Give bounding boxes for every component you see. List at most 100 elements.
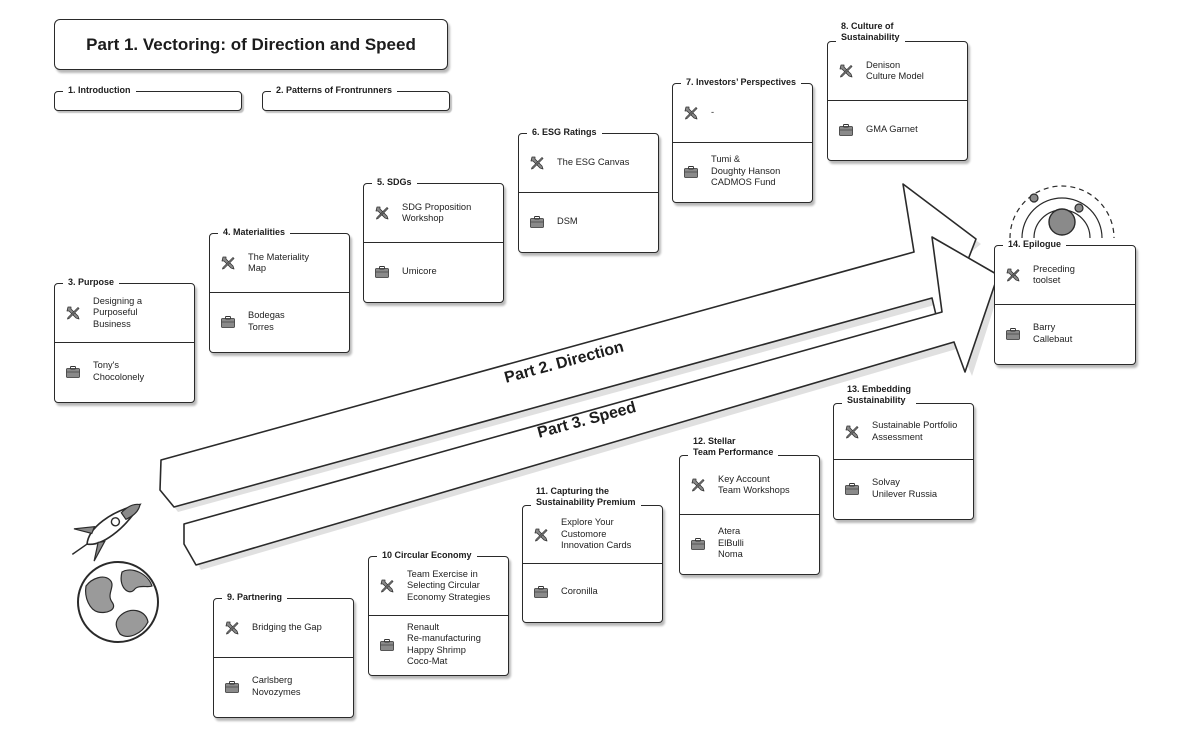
card-tool-text: Bridging the Gap (252, 622, 322, 633)
briefcase-icon (220, 314, 236, 330)
card-case-text: Umicore (402, 265, 437, 276)
card-header: 11. Capturing the Sustainability Premium (531, 486, 641, 508)
card-divider (828, 100, 967, 101)
card-tool-text: Denison Culture Model (866, 59, 924, 82)
card-tool-row: - (673, 84, 812, 142)
card-tool-row: The Materiality Map (210, 234, 349, 292)
rocket-icon (71, 503, 142, 562)
pill-introduction[interactable]: 1. Introduction (54, 84, 242, 111)
card-divider (210, 292, 349, 293)
pill-label: 1. Introduction (63, 84, 136, 96)
briefcase-icon (65, 364, 81, 380)
orbit-icon (1009, 185, 1115, 239)
card-case-row: Carlsberg Novozymes (214, 657, 353, 716)
card-divider (523, 563, 662, 564)
tools-icon (838, 63, 854, 79)
briefcase-icon (690, 536, 706, 552)
card-case-text: Bodegas Torres (248, 310, 285, 332)
card-case-row: DSM (519, 192, 658, 251)
card-header: 5. SDGs (372, 177, 417, 188)
card-tool-row: The ESG Canvas (519, 134, 658, 192)
card-header: 6. ESG Ratings (527, 127, 602, 138)
card-tool-row: Key Account Team Workshops (680, 456, 819, 514)
card-divider (673, 142, 812, 143)
card-tool-row: Sustainable Portfolio Assessment (834, 404, 973, 459)
card-tool-text: The ESG Canvas (557, 157, 630, 168)
tools-icon (529, 155, 545, 171)
tools-icon (374, 205, 390, 221)
card-tool-row: Team Exercise in Selecting Circular Econ… (369, 557, 508, 615)
card-tool-row: Explore Your Customore Innovation Cards (523, 506, 662, 563)
card-tool-row: Denison Culture Model (828, 42, 967, 100)
card-case-row: Barry Callebaut (995, 304, 1135, 363)
card-tool-text: Preceding toolset (1033, 263, 1075, 286)
card-tool-row: Designing a Purposeful Business (55, 284, 194, 342)
card-investors-perspectives[interactable]: 7. Investors’ Perspectives- Tumi & Dought… (672, 77, 813, 203)
card-case-row: Tumi & Doughty Hanson CADMOS Fund (673, 142, 812, 201)
briefcase-icon (529, 214, 545, 230)
pill-label: 2. Patterns of Frontrunners (271, 84, 398, 96)
tools-icon (220, 255, 236, 271)
card-header: 10 Circular Economy (377, 550, 477, 561)
card-divider (214, 657, 353, 658)
card-tool-text: Explore Your Customore Innovation Cards (561, 517, 632, 551)
card-divider (519, 192, 658, 193)
card-tool-text: Designing a Purposeful Business (93, 295, 143, 329)
card-case-text: Coronilla (561, 586, 598, 597)
card-header: 4. Materialities (218, 227, 291, 238)
card-case-text: Carlsberg Novozymes (252, 675, 301, 697)
card-divider (834, 459, 973, 460)
card-case-row: Tony's Chocolonely (55, 342, 194, 401)
briefcase-icon (838, 122, 854, 138)
card-divider (995, 304, 1135, 305)
card-tool-text: SDG Proposition Workshop (402, 201, 472, 224)
tools-icon (224, 620, 240, 636)
briefcase-icon (379, 637, 395, 653)
tools-icon (379, 578, 395, 594)
card-case-row: Atera ElBulli Noma (680, 514, 819, 573)
tools-icon (1005, 267, 1021, 283)
card-case-row: Bodegas Torres (210, 292, 349, 351)
card-header: 3. Purpose (63, 277, 120, 288)
card-case-row: Umicore (364, 242, 503, 301)
card-tool-row: Bridging the Gap (214, 599, 353, 657)
card-case-row: Renault Re-manufacturing Happy Shrimp Co… (369, 615, 508, 674)
briefcase-icon (224, 679, 240, 695)
card-case-text: Tumi & Doughty Hanson CADMOS Fund (711, 154, 781, 188)
card-case-text: Solvay Unilever Russia (872, 477, 938, 499)
card-header: 12. Stellar Team Performance (688, 436, 779, 458)
card-capturing-premium[interactable]: 11. Capturing the Sustainability Premium… (522, 486, 663, 623)
tools-icon (844, 424, 860, 440)
card-header: 14. Epilogue (1003, 239, 1067, 250)
card-case-text: Atera ElBulli Noma (718, 526, 744, 560)
pill-patterns-of-frontrunners[interactable]: 2. Patterns of Frontrunners (262, 84, 450, 111)
card-header: 7. Investors’ Perspectives (681, 77, 802, 88)
card-tool-row: SDG Proposition Workshop (364, 184, 503, 242)
card-tool-text: Sustainable Portfolio Assessment (872, 420, 958, 442)
tools-icon (65, 305, 81, 321)
card-divider (55, 342, 194, 343)
globe-icon (77, 561, 159, 643)
card-divider (680, 514, 819, 515)
card-case-row: Coronilla (523, 563, 662, 621)
card-case-row: Solvay Unilever Russia (834, 459, 973, 518)
briefcase-icon (533, 584, 549, 600)
card-case-text: GMA Garnet (866, 123, 918, 134)
card-case-text: Tony's Chocolonely (93, 360, 145, 382)
card-case-text: Renault Re-manufacturing Happy Shrimp Co… (407, 621, 481, 667)
card-divider (364, 242, 503, 243)
tools-icon (690, 477, 706, 493)
card-case-text: Barry Callebaut (1033, 322, 1073, 344)
briefcase-icon (1005, 326, 1021, 342)
card-tool-text: The Materiality Map (248, 251, 309, 274)
